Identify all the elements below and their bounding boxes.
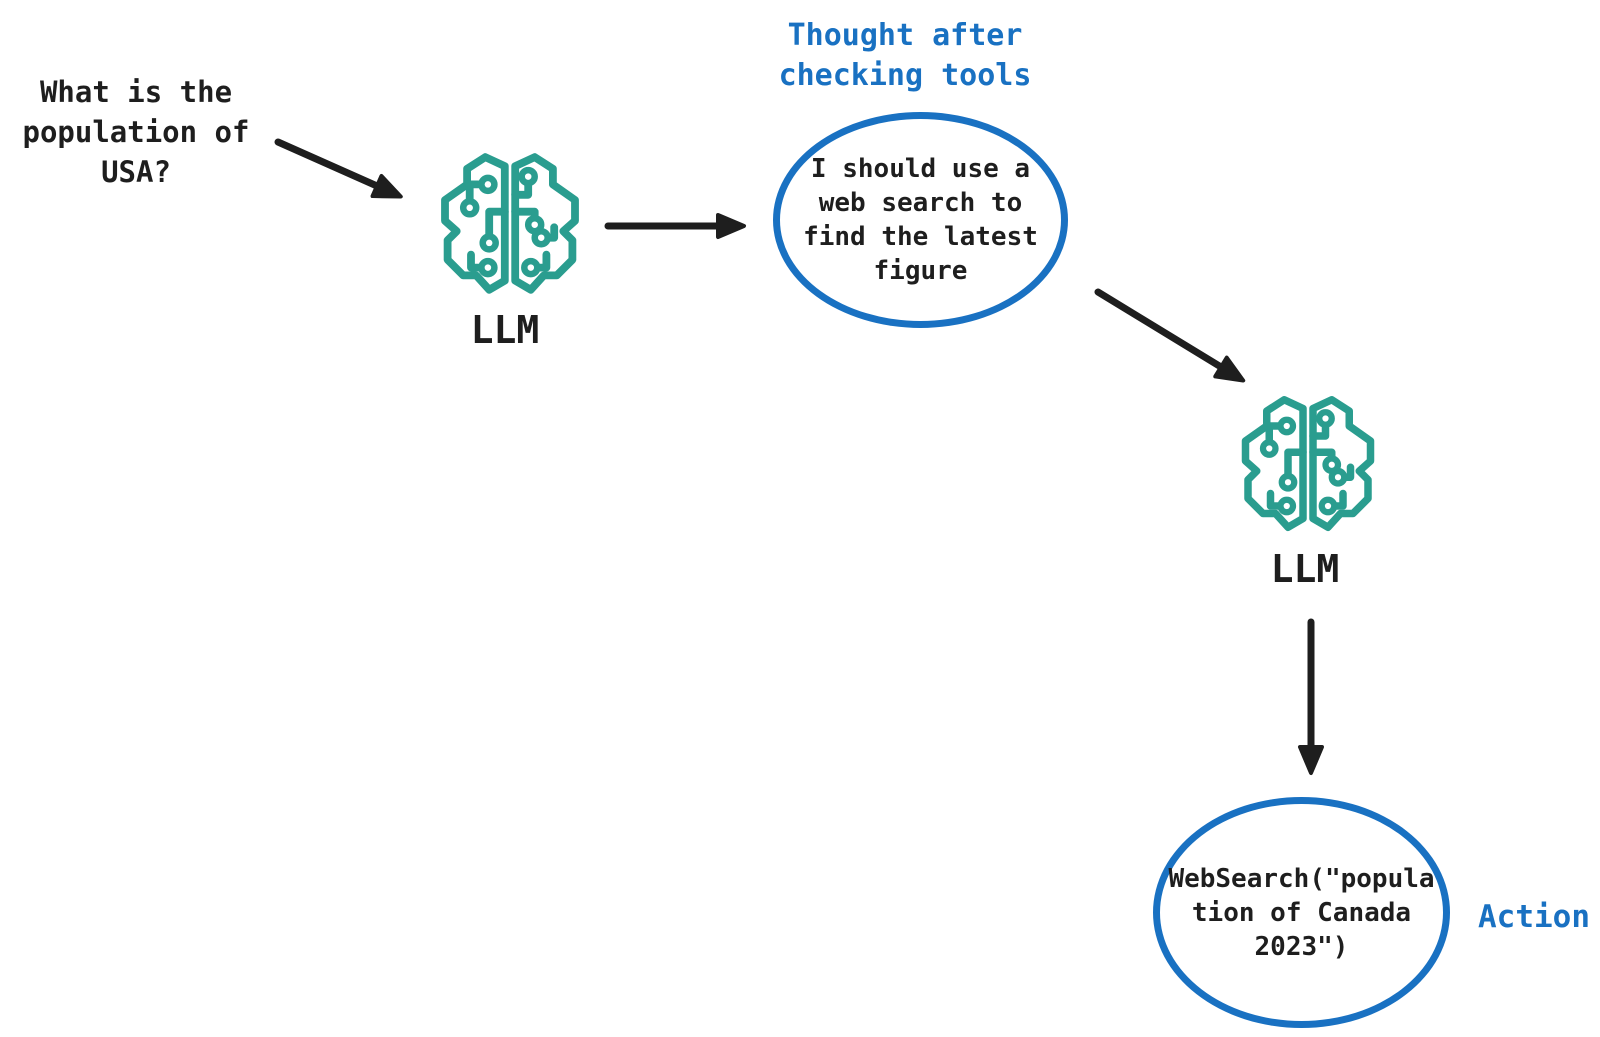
llm2-label: LLM: [1270, 547, 1340, 591]
action-text: WebSearch("popula tion of Canada 2023"): [1168, 863, 1435, 962]
llm1-label: LLM: [470, 308, 540, 352]
query-to-llm1-arrow: [274, 138, 403, 199]
thought-to-llm2-arrow: [1094, 288, 1246, 383]
thought-ellipse: I should use a web search to find the la…: [773, 112, 1068, 328]
action-ellipse: WebSearch("popula tion of Canada 2023"): [1153, 797, 1450, 1028]
thought-caption: Thought after checking tools: [778, 18, 1032, 93]
circuit-brain-icon: [1233, 390, 1383, 542]
thought-text: I should use a web search to find the la…: [803, 154, 1038, 286]
action-caption: Action: [1478, 899, 1590, 935]
user-query-text: What is the population of USA?: [22, 75, 250, 189]
circuit-brain-icon: [432, 149, 588, 303]
